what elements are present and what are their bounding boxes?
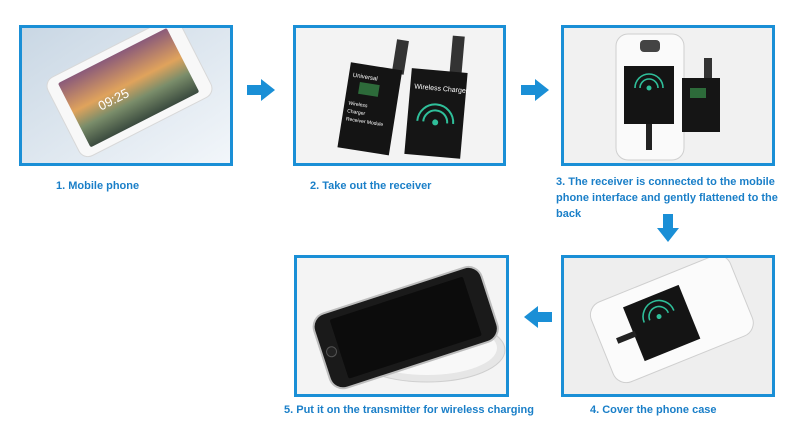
step-4-image <box>561 255 775 397</box>
step-2-caption: 2. Take out the receiver <box>310 178 510 194</box>
receiver-cards-illustration: Universal Wireless Charger Receiver Modu… <box>296 28 503 163</box>
step-4-caption: 4. Cover the phone case <box>590 402 760 418</box>
step-3-caption: 3. The receiver is connected to the mobi… <box>556 174 781 222</box>
mobile-phone-illustration: 09:25 <box>22 28 230 163</box>
arrow-right-icon <box>247 79 275 101</box>
phone-case-covered-illustration <box>564 258 772 394</box>
phone-with-receiver-illustration <box>564 28 772 163</box>
arrow-right-icon <box>521 79 549 101</box>
step-1-image: 09:25 <box>19 25 233 166</box>
step-5-image <box>294 255 509 397</box>
transmitter-charging-illustration <box>297 258 506 394</box>
step-5-caption: 5. Put it on the transmitter for wireles… <box>284 402 544 418</box>
step-2-image: Universal Wireless Charger Receiver Modu… <box>293 25 506 166</box>
step-3-image <box>561 25 775 166</box>
step-1-caption: 1. Mobile phone <box>56 178 236 194</box>
arrow-left-icon <box>524 306 552 328</box>
